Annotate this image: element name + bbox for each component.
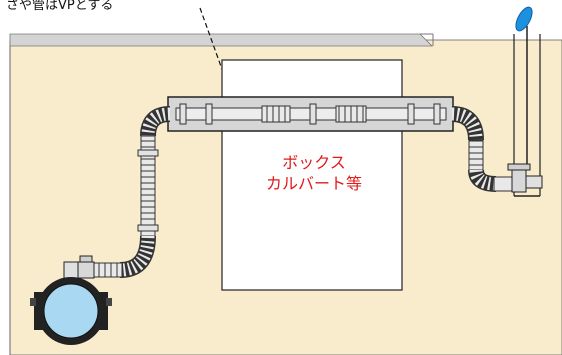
- pipe-joint: [205, 103, 213, 125]
- meter-valve: [511, 169, 527, 193]
- right-horizontal-pipe: [493, 176, 513, 192]
- meter-outlet: [525, 175, 543, 189]
- box-culvert-label: ボックス カルバート等: [224, 152, 404, 194]
- pipe-joint: [179, 103, 187, 125]
- road-surface: [9, 33, 433, 47]
- water-main: [43, 283, 99, 339]
- right-elbow-pipe-fill: [451, 107, 483, 141]
- flex-section: [261, 105, 291, 123]
- lower-horizontal-pipe: [91, 262, 123, 278]
- clamp-bolt: [30, 298, 36, 306]
- pipe-joint: [309, 103, 317, 125]
- marker-post-head: [515, 6, 533, 32]
- box-label-line1: ボックス: [282, 153, 346, 172]
- meter-valve-handle: [507, 163, 531, 171]
- valve-stem: [79, 255, 93, 263]
- box-label-line2: カルバート等: [265, 174, 362, 193]
- right-vertical-pipe: [468, 139, 484, 171]
- flex-section: [335, 105, 367, 123]
- left-lower-elbow-fill: [119, 235, 155, 277]
- pipe-joint: [137, 149, 159, 157]
- callout-note: さや管はVPとする: [6, 0, 114, 13]
- clamp-bolt: [106, 298, 112, 306]
- stop-valve: [77, 261, 95, 279]
- right-lower-elbow: [468, 169, 497, 192]
- pipe-joint: [433, 103, 441, 125]
- left-elbow-pipe: [140, 106, 171, 137]
- pipe-joint: [137, 224, 159, 232]
- pipe-joint: [407, 103, 415, 125]
